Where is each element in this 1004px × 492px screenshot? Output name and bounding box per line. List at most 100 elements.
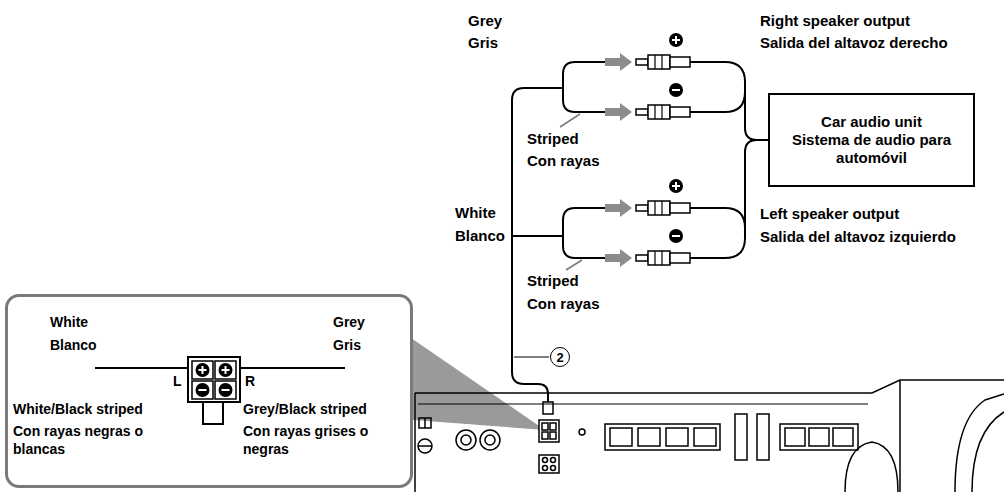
- plug-tail: [670, 107, 690, 117]
- terminal: [785, 428, 805, 446]
- insert-arrow: [605, 53, 632, 71]
- plus-symbol: [669, 33, 683, 47]
- plug-ridges: [655, 201, 662, 215]
- inset-label: Con rayas negras o blancas: [13, 422, 173, 458]
- wire-colour-label: Grey: [468, 12, 502, 29]
- rca-jack-core: [485, 435, 495, 445]
- led: [579, 429, 585, 435]
- socket-pin: [542, 432, 548, 439]
- amp-end-edge: [899, 380, 901, 492]
- rca-jack: [480, 430, 500, 450]
- inset-label: L: [173, 372, 182, 390]
- lower-socket: [539, 455, 559, 473]
- stripe-label: Con rayas: [527, 152, 600, 169]
- socket-pin: [550, 423, 556, 430]
- fuse: [735, 414, 747, 460]
- unit-name: Car audio unit: [821, 113, 922, 131]
- terminal: [809, 428, 829, 446]
- insert-arrow: [605, 199, 632, 217]
- terminal: [610, 428, 632, 446]
- fuse: [757, 414, 769, 460]
- minus-mark: [672, 235, 680, 237]
- amp-left-edge: [414, 393, 416, 492]
- terminal-block: [605, 424, 720, 450]
- inset-label: Grey/Black striped: [243, 400, 367, 418]
- plug-row: [605, 179, 690, 217]
- left-output-wire: [745, 140, 757, 233]
- switch-lever: [424, 418, 426, 428]
- stripe-label: Con rayas: [527, 295, 600, 312]
- amp-face-line: [418, 404, 868, 405]
- callout-number: 2: [556, 351, 563, 364]
- plug-ridges: [655, 251, 662, 265]
- inset-label: Gris: [333, 336, 361, 354]
- plus-symbol: [669, 179, 683, 193]
- amp-top-edge: [415, 380, 1004, 393]
- terminal: [638, 428, 660, 446]
- output-label: Left speaker output: [760, 205, 899, 222]
- white-fork: [563, 208, 605, 258]
- screw-slot: [418, 445, 432, 447]
- plug-body: [648, 55, 670, 69]
- white-cable: [512, 235, 563, 237]
- plug-tip: [636, 59, 648, 65]
- minus-symbol: [669, 229, 683, 243]
- plug-tail: [670, 57, 690, 67]
- terminal: [833, 428, 853, 446]
- amplifier: [415, 380, 1004, 492]
- connector-body: [188, 357, 240, 402]
- plug-tail: [670, 203, 690, 213]
- unit-box: Car audio unitSistema de audio para auto…: [768, 93, 975, 187]
- unit-name: Sistema de audio para automóvil: [778, 131, 965, 167]
- inset-ground: [5, 294, 413, 488]
- callout-circle: 2: [550, 347, 570, 367]
- minus-symbol: [669, 83, 683, 97]
- terminal: [694, 428, 716, 446]
- insert-arrow: [605, 103, 632, 121]
- inset-panel: WhiteBlancoGreyGrisLRWhite/Black striped…: [5, 294, 413, 488]
- plug-ridges: [655, 55, 662, 69]
- inset-connector: [188, 357, 240, 424]
- output-label: Salida del altavoz derecho: [760, 34, 948, 51]
- white-wire: [95, 367, 188, 369]
- cables: [512, 62, 768, 402]
- socket-hole: [551, 466, 556, 471]
- socket-hole: [543, 458, 548, 463]
- main-cable: [512, 236, 548, 402]
- plug-tip: [636, 109, 648, 115]
- inset-label: R: [245, 372, 255, 390]
- minus-mark: [672, 89, 680, 91]
- amp-heatsink: [955, 394, 1004, 492]
- insert-arrow: [605, 249, 632, 267]
- switch: [419, 418, 431, 428]
- stripe-label: Striped: [527, 130, 579, 147]
- rca-jack: [456, 430, 476, 450]
- inset-label: White/Black striped: [13, 400, 143, 418]
- wire-colour-label: Gris: [468, 34, 498, 51]
- plug-tail: [670, 253, 690, 263]
- rca-jack-core: [461, 435, 471, 445]
- plug-ridges: [655, 105, 662, 119]
- wire-colour-label: White: [455, 204, 496, 221]
- amp-heatsink: [972, 412, 1004, 492]
- plug-tip: [636, 205, 648, 211]
- left-output-wire: [690, 208, 745, 258]
- socket-pin: [550, 432, 556, 439]
- inset-label: White: [50, 313, 88, 331]
- plus-mark: [672, 182, 680, 190]
- socket-pin: [542, 423, 548, 430]
- screw: [418, 439, 432, 453]
- output-label: Right speaker output: [760, 12, 910, 29]
- plug-row: [605, 229, 690, 267]
- inset-label: Con rayas grises o negras: [243, 422, 403, 458]
- connector-tab: [203, 402, 223, 424]
- output-label: Salida del altavoz izquierdo: [760, 228, 956, 245]
- stripe-label: Striped: [527, 272, 579, 289]
- plug-body: [648, 105, 670, 119]
- inset-label: Grey: [333, 313, 365, 331]
- plug-row: [605, 83, 690, 121]
- plus-mark: [672, 36, 680, 44]
